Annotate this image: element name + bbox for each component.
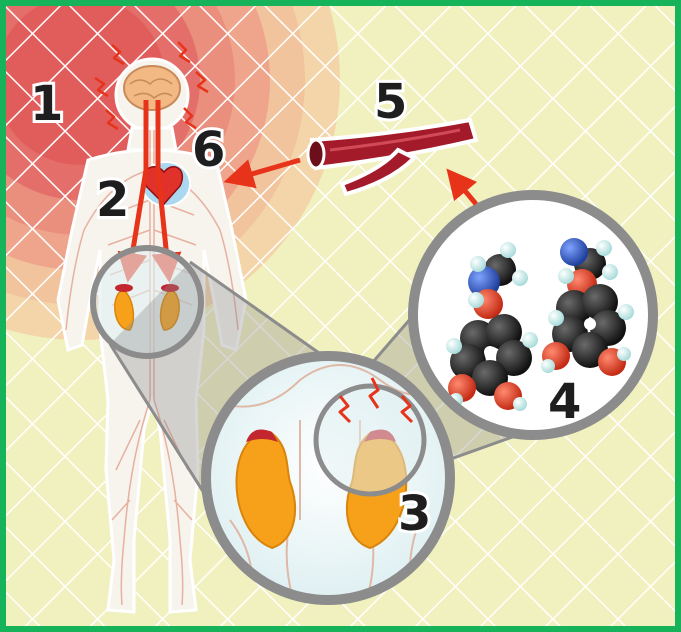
label-6: 6 bbox=[192, 122, 225, 178]
label-2: 2 bbox=[96, 172, 129, 228]
brain-icon bbox=[124, 66, 180, 110]
label-4: 4 bbox=[548, 374, 581, 430]
molecule-magnifier bbox=[413, 195, 653, 435]
label-5: 5 bbox=[374, 74, 407, 130]
label-1: 1 bbox=[30, 76, 63, 132]
label-3: 3 bbox=[398, 486, 431, 542]
heart-icon bbox=[142, 162, 190, 206]
